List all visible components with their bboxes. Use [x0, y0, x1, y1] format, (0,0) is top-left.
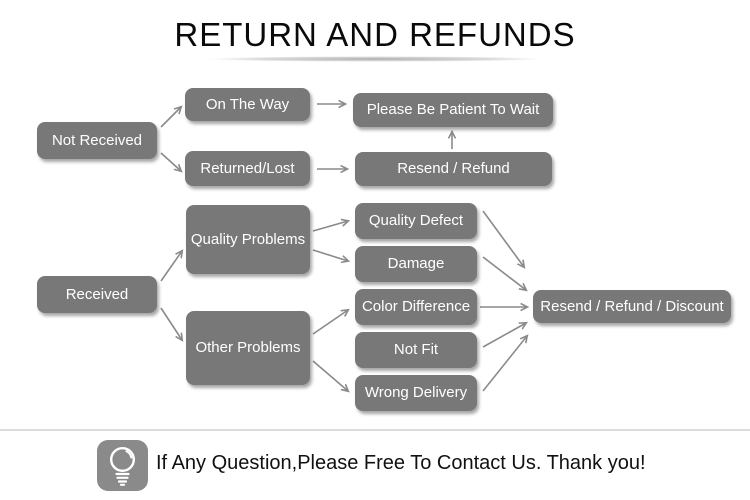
lightbulb-icon	[97, 440, 148, 491]
node-resend-refund: Resend / Refund	[355, 152, 552, 186]
page-title: RETURN AND REFUNDS	[174, 16, 576, 53]
footer-message: If Any Question,Please Free To Contact U…	[156, 452, 646, 474]
node-wrong-delivery: Wrong Delivery	[355, 375, 477, 411]
footer-divider	[0, 429, 750, 431]
node-resend-refund-discount: Resend / Refund / Discount	[533, 290, 731, 323]
title-divider	[160, 55, 590, 63]
node-not-fit: Not Fit	[355, 332, 477, 368]
node-other-problems: Other Problems	[186, 311, 310, 385]
node-received: Received	[37, 276, 157, 313]
node-on-the-way: On The Way	[185, 88, 310, 121]
node-quality-problems: Quality Problems	[186, 205, 310, 274]
node-damage: Damage	[355, 246, 477, 282]
node-color-difference: Color Difference	[355, 289, 477, 325]
node-quality-defect: Quality Defect	[355, 203, 477, 239]
node-not-received: Not Received	[37, 122, 157, 159]
node-returned-lost: Returned/Lost	[185, 151, 310, 186]
node-please-be-patient: Please Be Patient To Wait	[353, 93, 553, 127]
